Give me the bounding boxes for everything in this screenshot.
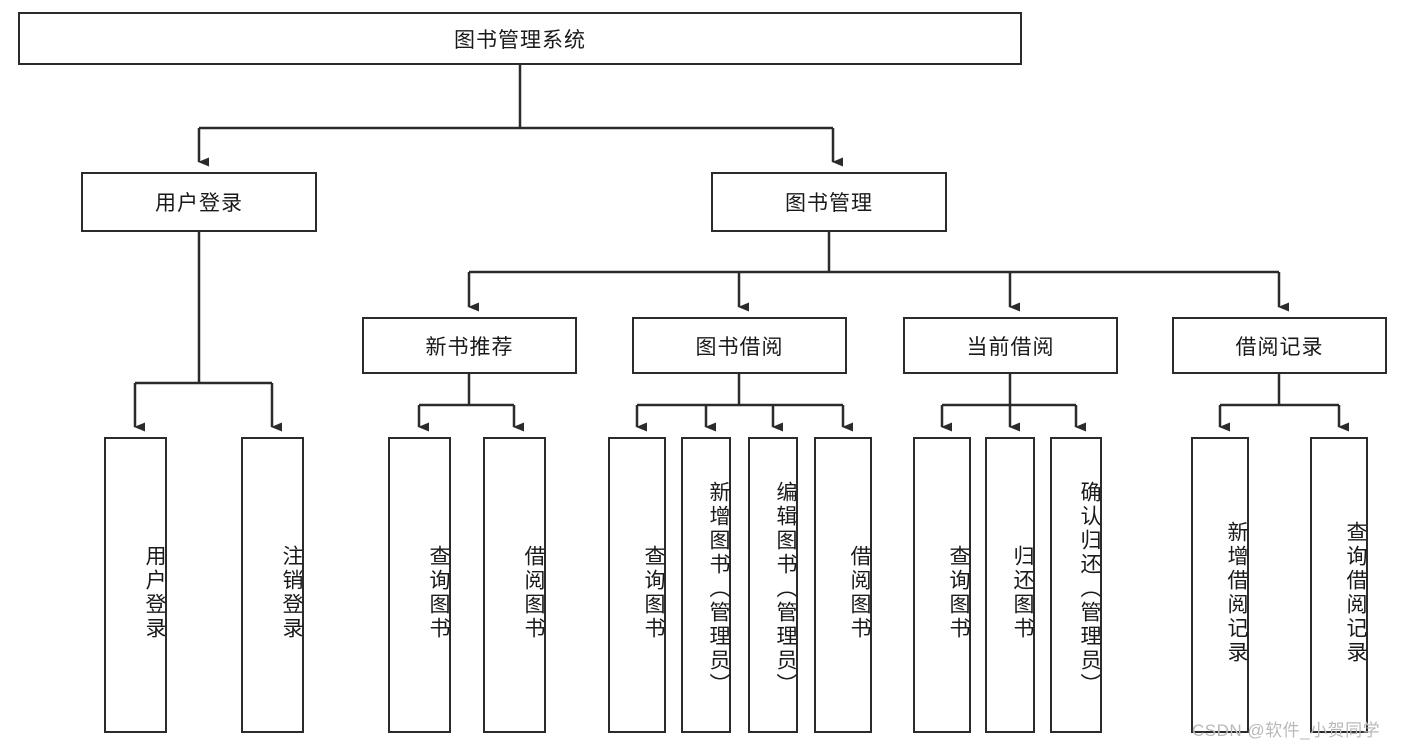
node-book-management-label: 图书管理: [785, 192, 873, 215]
node-root-label: 图书管理系统: [454, 28, 586, 52]
leaf-borrow-book-newbook[interactable]: 借阅图书: [483, 437, 546, 733]
leaf-edit-book-admin[interactable]: 编辑图书（管理员）: [748, 437, 798, 733]
leaf-confirm-return-admin[interactable]: 确认归还（管理员）: [1050, 437, 1102, 733]
node-borrow-record[interactable]: 借阅记录: [1172, 317, 1387, 374]
leaf-label: 借阅图书: [522, 545, 545, 641]
leaf-add-book-admin[interactable]: 新增图书（管理员）: [681, 437, 731, 733]
leaf-label: 确认归还（管理员）: [1078, 481, 1101, 697]
leaf-return-book[interactable]: 归还图书: [985, 437, 1035, 733]
leaf-query-book-newbook[interactable]: 查询图书: [388, 437, 451, 733]
node-book-borrow[interactable]: 图书借阅: [632, 317, 847, 374]
leaf-label: 注销登录: [280, 545, 303, 641]
leaf-label: 新增借阅记录: [1225, 521, 1248, 665]
node-root[interactable]: 图书管理系统: [18, 12, 1022, 65]
leaf-label: 归还图书: [1011, 545, 1034, 641]
node-user-login[interactable]: 用户登录: [81, 172, 317, 232]
node-user-login-label: 用户登录: [155, 192, 243, 215]
node-new-book-recommend-label: 新书推荐: [425, 335, 514, 359]
node-new-book-recommend[interactable]: 新书推荐: [362, 317, 577, 374]
node-current-borrow-label: 当前借阅: [966, 335, 1055, 359]
watermark-csdn: CSDN @软件_小贺同学: [1192, 721, 1381, 740]
leaf-label: 用户登录: [143, 545, 166, 641]
leaf-label: 查询图书: [642, 545, 665, 641]
leaf-query-book-current[interactable]: 查询图书: [913, 437, 971, 733]
node-borrow-record-label: 借阅记录: [1235, 335, 1324, 359]
leaf-label: 查询图书: [947, 545, 970, 641]
leaf-label: 借阅图书: [848, 545, 871, 641]
leaf-user-login[interactable]: 用户登录: [104, 437, 167, 733]
leaf-add-borrow-record[interactable]: 新增借阅记录: [1191, 437, 1249, 733]
node-book-borrow-label: 图书借阅: [695, 335, 784, 359]
leaf-logout-login[interactable]: 注销登录: [241, 437, 304, 733]
leaf-label: 编辑图书（管理员）: [774, 481, 797, 697]
leaf-label: 查询借阅记录: [1344, 521, 1367, 665]
leaf-query-borrow-record[interactable]: 查询借阅记录: [1310, 437, 1368, 733]
leaf-label: 新增图书（管理员）: [707, 481, 730, 697]
node-book-management[interactable]: 图书管理: [711, 172, 947, 232]
leaf-label: 查询图书: [427, 545, 450, 641]
node-current-borrow[interactable]: 当前借阅: [903, 317, 1118, 374]
leaf-borrow-book-borrow[interactable]: 借阅图书: [814, 437, 872, 733]
leaf-query-book-borrow[interactable]: 查询图书: [608, 437, 666, 733]
